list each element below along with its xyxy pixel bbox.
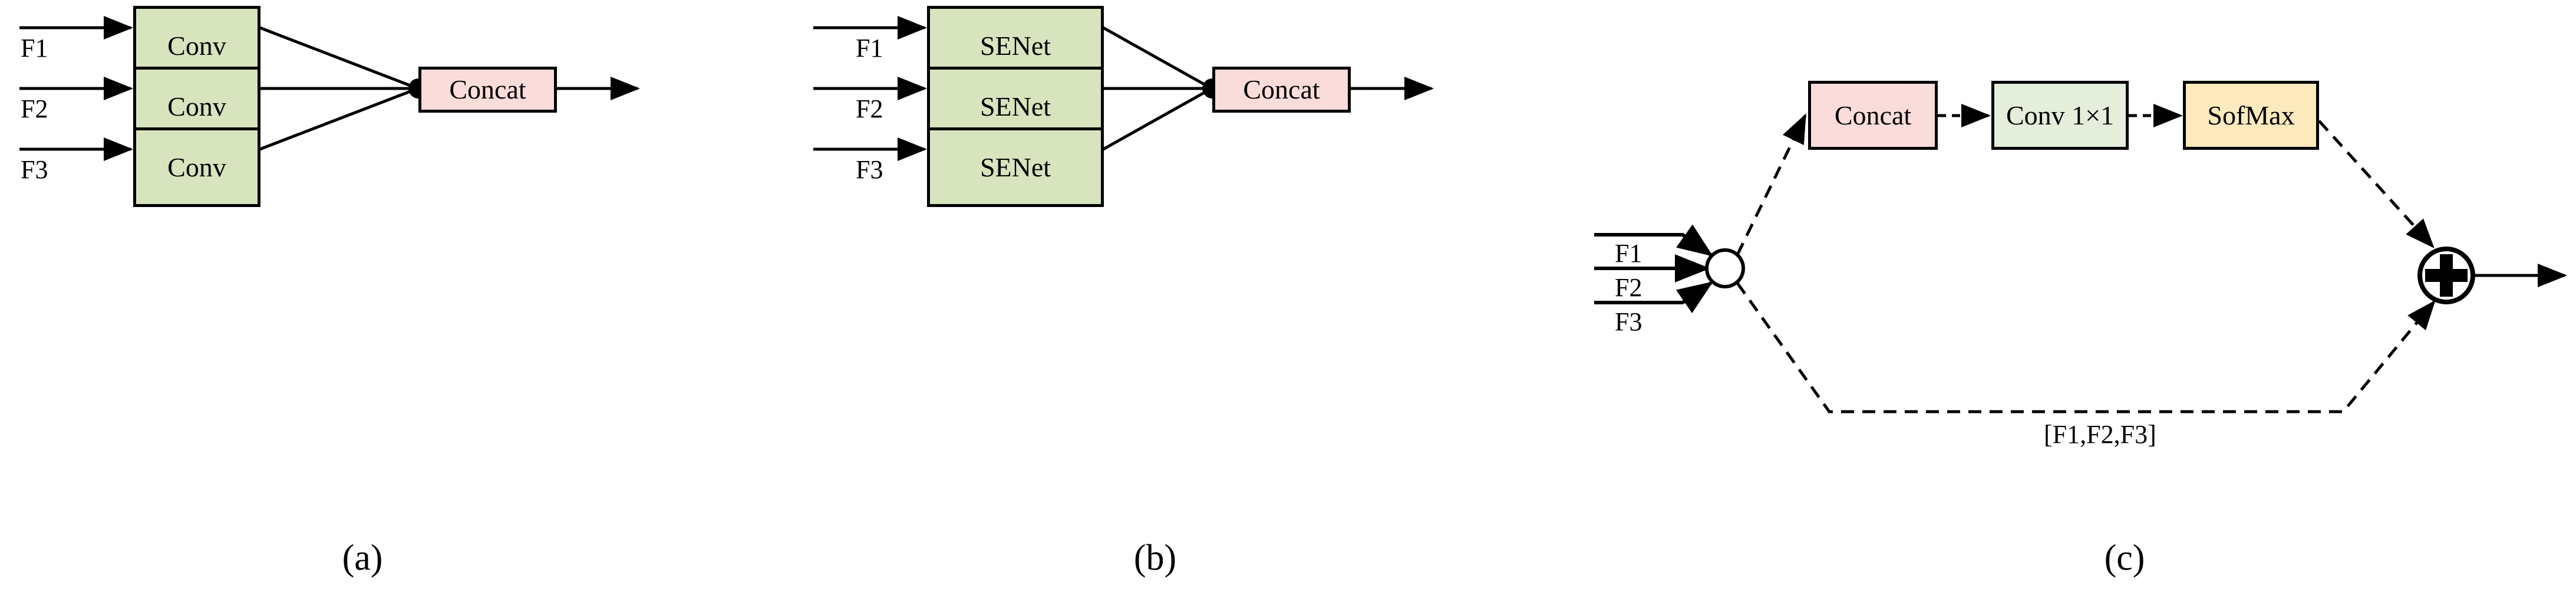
panel-c-input-label-f1: F1 [1615, 239, 1642, 268]
panel-a-block-conv-1-label: Conv [167, 30, 226, 61]
panel-c-input-label-f3: F3 [1615, 307, 1642, 336]
panel-b-block-senet-3[interactable]: SENet [927, 127, 1104, 207]
panel-b-block-concat[interactable]: Concat [1212, 67, 1351, 113]
panel-a-merge-line-top [259, 26, 418, 90]
panel-b-block-senet-2-label: SENet [979, 91, 1051, 121]
panel-b-merge-line-bottom [1102, 87, 1213, 151]
panel-a-block-conv-2-label: Conv [167, 91, 226, 121]
panel-a-block-concat-label: Concat [449, 74, 526, 104]
panel-c-caption: (c) [2104, 538, 2145, 578]
panel-a-merge-line-bottom [259, 87, 418, 151]
panel-a-input-label-f2: F2 [21, 94, 48, 123]
panel-b-block-senet-3-label: SENet [979, 152, 1051, 182]
panel-b-block-senet-1-label: SENet [979, 30, 1051, 61]
panel-c-block-softmax[interactable]: SofMax [2183, 81, 2319, 150]
panel-c-input-label-f2: F2 [1615, 273, 1642, 302]
panel-b-merge-line-top [1102, 26, 1213, 90]
panel-c-dashed-softmax-to-add [2318, 120, 2435, 248]
panel-c-junction-circle [1705, 248, 1745, 288]
panel-b-connectors [813, 16, 1434, 161]
panel-a-input-label-f3: F3 [21, 155, 48, 184]
panel-c-block-conv1x1[interactable]: Conv 1×1 [1991, 81, 2129, 150]
panel-a-caption: (a) [342, 538, 383, 578]
panel-a-block-conv-3[interactable]: Conv [133, 127, 260, 207]
panel-a-block-conv-3-label: Conv [167, 152, 226, 182]
panel-c-block-concat-label: Concat [1834, 100, 1912, 130]
panel-c-block-softmax-label: SofMax [2207, 100, 2295, 130]
panel-c-block-concat[interactable]: Concat [1808, 81, 1938, 150]
panel-c-connectors [1594, 104, 2568, 413]
panel-b-caption: (b) [1133, 538, 1177, 578]
panel-c-input-path-f1 [1594, 224, 1713, 257]
panel-b-input-label-f2: F2 [856, 94, 883, 123]
panel-c-add-plus-vertical [2440, 254, 2453, 297]
panel-b-input-label-f1: F1 [856, 34, 883, 63]
panel-c-input-path-f3 [1594, 281, 1713, 314]
panel-c-skip-label: [F1,F2,F3] [2044, 420, 2156, 449]
panel-a-block-concat[interactable]: Concat [418, 67, 557, 113]
panel-b-block-concat-label: Concat [1243, 74, 1320, 104]
panel-a-connectors [19, 16, 641, 161]
panel-c-dashed-to-concat [1736, 113, 1807, 256]
panel-b-input-label-f3: F3 [856, 155, 883, 184]
panel-c-dashed-skip-path [1736, 282, 2436, 413]
panel-c-block-conv1x1-label: Conv 1×1 [2006, 100, 2115, 130]
panel-a-input-label-f1: F1 [21, 34, 48, 63]
